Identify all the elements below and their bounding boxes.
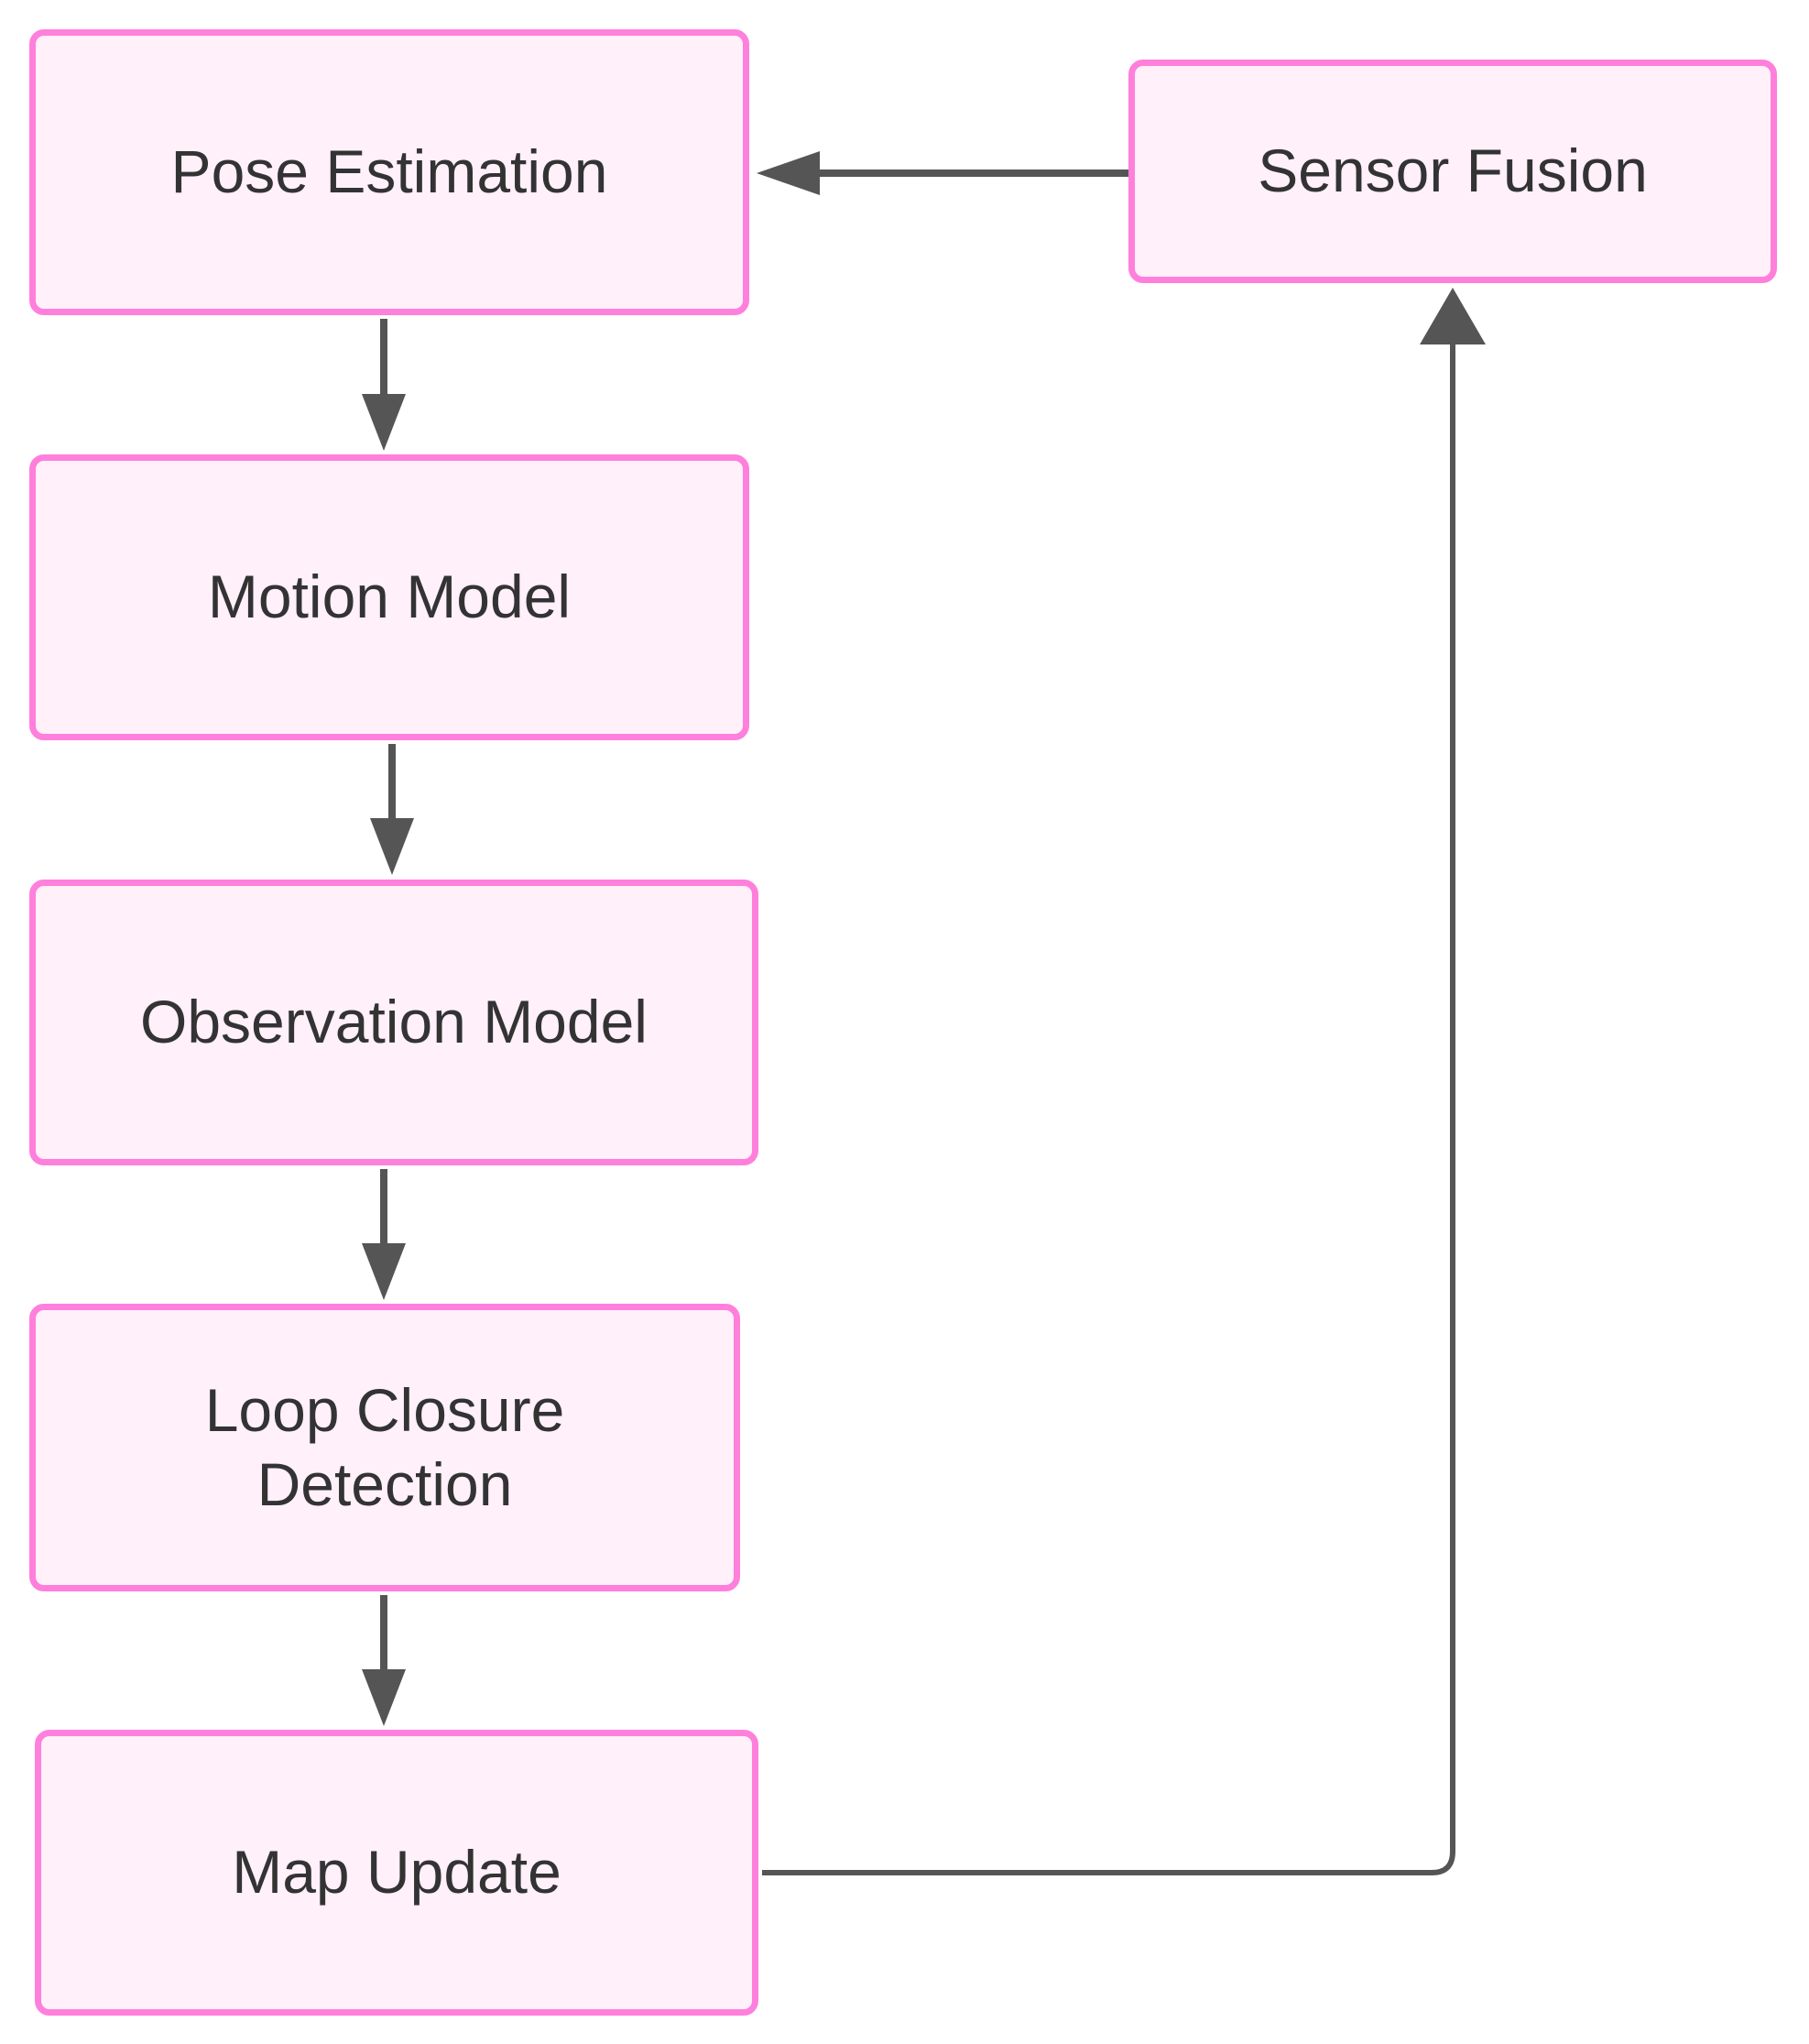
node-label: Sensor Fusion (1258, 137, 1648, 205)
node-label: Observation Model (140, 988, 648, 1056)
node-motion-model: Motion Model (29, 454, 749, 740)
node-label: Motion Model (207, 563, 572, 631)
node-label: Map Update (232, 1838, 561, 1907)
node-sensor-fusion: Sensor Fusion (1128, 60, 1777, 283)
node-label: Pose Estimation (170, 137, 608, 206)
node-observation-model: Observation Model (29, 880, 758, 1165)
node-map-update: Map Update (35, 1730, 758, 2016)
arrowhead-left-icon (757, 151, 820, 195)
arrowhead-down-icon (362, 1243, 406, 1300)
arrowhead-up-icon (1420, 288, 1486, 344)
arrowhead-down-icon (362, 394, 406, 451)
arrowhead-down-icon (370, 818, 414, 875)
node-pose-estimation: Pose Estimation (29, 29, 749, 315)
edge-map-update-to-sensor-fusion (762, 344, 1455, 1875)
arrowhead-down-icon (362, 1669, 406, 1726)
node-label: Loop Closure Detection (204, 1375, 565, 1518)
node-loop-closure-detection: Loop Closure Detection (29, 1304, 740, 1591)
